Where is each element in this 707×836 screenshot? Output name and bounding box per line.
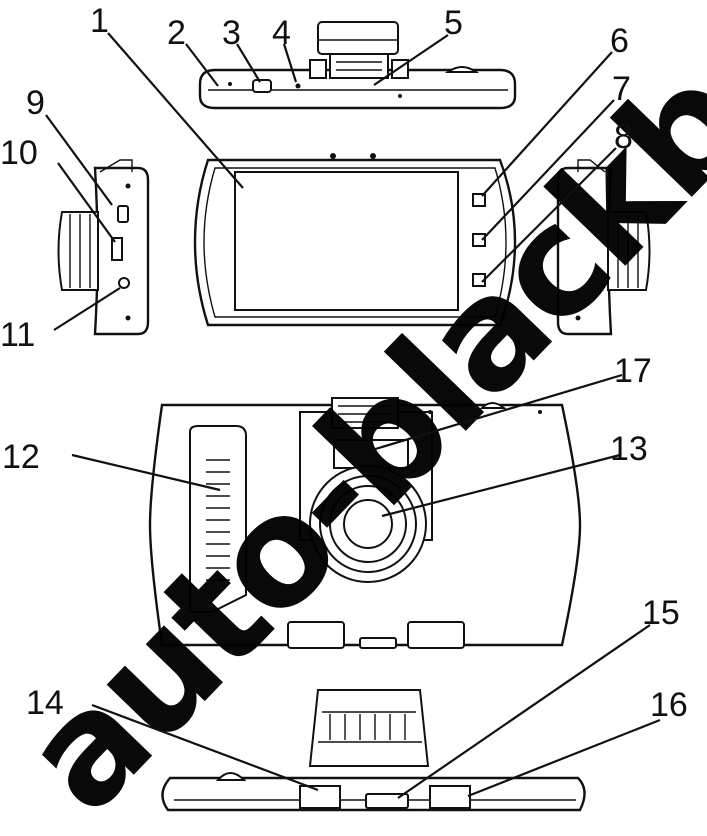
callout-12: 12 <box>2 438 40 476</box>
callout-8: 8 <box>614 118 633 156</box>
leader-12 <box>71 453 221 492</box>
back-view <box>148 397 582 649</box>
leader-7 <box>481 99 615 241</box>
leader-16 <box>467 718 661 798</box>
leader-15 <box>397 624 651 799</box>
callout-5: 5 <box>444 4 463 42</box>
callout-labels: 1 2 3 4 5 6 7 8 9 10 11 12 13 17 14 15 1… <box>0 2 688 724</box>
speaker-grille <box>189 425 247 613</box>
leader-3 <box>236 43 261 83</box>
button-7 <box>472 233 486 247</box>
lens <box>343 499 393 549</box>
leader-14 <box>91 703 319 792</box>
callout-15: 15 <box>642 594 680 632</box>
leader-1 <box>107 32 244 189</box>
leader-5 <box>373 34 449 86</box>
leader-10 <box>57 162 116 243</box>
clip-14 <box>299 785 341 809</box>
callout-6: 6 <box>610 22 629 60</box>
leader-13 <box>381 453 621 518</box>
leader-4 <box>282 43 298 83</box>
callout-14: 14 <box>26 684 64 722</box>
bottom-view <box>161 689 586 812</box>
callout-4: 4 <box>272 14 291 52</box>
callout-3: 3 <box>222 14 241 52</box>
callout-16: 16 <box>650 686 688 724</box>
button-6 <box>472 193 486 207</box>
right-side-view <box>556 159 651 336</box>
top-view <box>198 21 517 110</box>
leader-9 <box>45 114 113 206</box>
callout-9: 9 <box>26 84 45 122</box>
leader-lines <box>45 32 661 799</box>
callout-13: 13 <box>610 430 648 468</box>
left-side-view <box>57 159 150 336</box>
leader-17 <box>371 373 623 452</box>
callout-17: 17 <box>614 352 652 390</box>
callout-2: 2 <box>167 14 186 52</box>
hdmi-port <box>365 793 409 809</box>
leader-11 <box>53 287 121 331</box>
leader-8 <box>481 147 617 283</box>
screen-view <box>193 153 517 327</box>
clip-16 <box>429 785 471 809</box>
leader-2 <box>185 43 219 87</box>
callout-7: 7 <box>612 70 631 108</box>
callout-11: 11 <box>0 316 35 354</box>
leader-6 <box>481 51 613 197</box>
callout-1: 1 <box>90 2 109 40</box>
callout-10: 10 <box>0 134 38 172</box>
